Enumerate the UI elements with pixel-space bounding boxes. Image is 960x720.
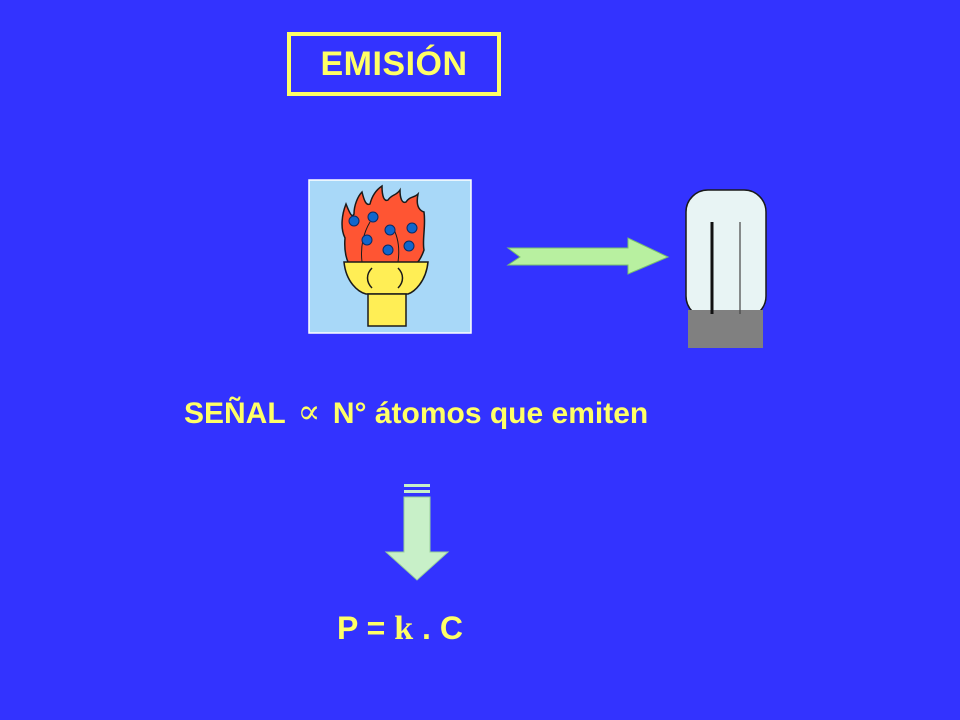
proportional-symbol: ∝ bbox=[297, 392, 321, 432]
burner-bowl-mark bbox=[366, 267, 373, 289]
flame-shape bbox=[341, 184, 426, 271]
formula-constant: k bbox=[394, 610, 414, 647]
signal-label: SEÑAL bbox=[184, 397, 286, 430]
atom-dot bbox=[384, 224, 396, 236]
atom-dot bbox=[348, 215, 360, 227]
burner-stem bbox=[367, 293, 407, 327]
title-box: EMISIÓN bbox=[287, 32, 501, 96]
proportionality-statement: SEÑAL ∝ N° átomos que emiten bbox=[184, 392, 648, 432]
atom-dot bbox=[361, 234, 373, 246]
arrow-stripe bbox=[404, 490, 430, 493]
flame-burner-icon bbox=[308, 179, 472, 334]
arrow-stripe bbox=[404, 484, 430, 487]
atom-dot bbox=[382, 244, 394, 256]
atom-dots bbox=[348, 211, 418, 256]
atom-dot bbox=[406, 222, 418, 234]
lamp-base bbox=[688, 310, 763, 348]
formula-lhs: P = bbox=[337, 610, 386, 646]
atoms-label: N° átomos que emiten bbox=[332, 397, 649, 430]
down-arrow-icon bbox=[384, 484, 450, 581]
lamp-glass bbox=[685, 189, 767, 319]
atom-dot bbox=[403, 240, 415, 252]
right-arrow-icon bbox=[506, 237, 670, 275]
burner-bowl bbox=[343, 261, 429, 295]
arrow-body bbox=[384, 496, 450, 581]
formula: P = k . C bbox=[337, 610, 463, 648]
burner-bowl-mark bbox=[397, 267, 404, 289]
lamp-tube-icon bbox=[685, 189, 767, 348]
page-title: EMISIÓN bbox=[320, 44, 468, 83]
formula-rhs: . C bbox=[422, 610, 463, 646]
atom-dot bbox=[367, 211, 379, 223]
